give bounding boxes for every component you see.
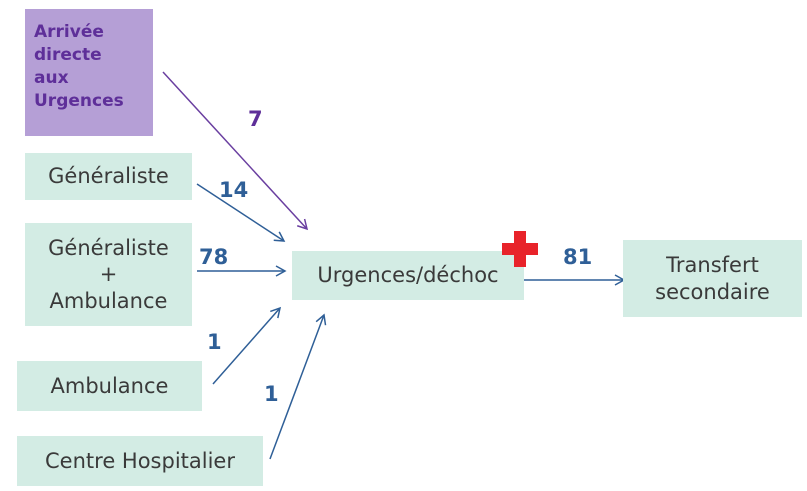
hub-urgences-label: Urgences/déchoc [317, 263, 499, 288]
source-ambulance-label: Ambulance [50, 373, 169, 398]
source-direct-box: Arrivée directe aux Urgences [25, 9, 153, 136]
source-generaliste-box: Généraliste [25, 153, 192, 200]
count-ambulance: 1 [207, 330, 222, 354]
source-ga-line-1: Généraliste [48, 236, 169, 261]
source-centre-box: Centre Hospitalier [17, 436, 263, 486]
count-generaliste-ambulance: 78 [199, 245, 229, 269]
destination-line-1: Transfert [666, 253, 759, 278]
source-centre-label: Centre Hospitalier [45, 448, 235, 473]
source-direct-line-4: Urgences [34, 90, 124, 111]
arrow-direct [162, 71, 309, 231]
destination-transfert-box: Transfert secondaire [623, 240, 802, 317]
source-direct-line-2: directe [34, 44, 102, 65]
source-ambulance-box: Ambulance [17, 361, 202, 411]
red-cross-icon [502, 231, 538, 267]
source-direct-line-1: Arrivée [34, 22, 104, 42]
count-transfert: 81 [563, 245, 593, 269]
source-ga-line-3: Ambulance [49, 288, 168, 313]
source-ga-line-2: + [99, 262, 118, 287]
count-centre: 1 [264, 382, 279, 406]
source-generaliste-label: Généraliste [48, 164, 169, 189]
count-direct: 7 [248, 107, 263, 131]
arrow-generaliste [196, 183, 286, 242]
count-generaliste: 14 [219, 178, 249, 202]
arrow-centre [269, 313, 327, 460]
hub-urgences-box: Urgences/déchoc [292, 251, 524, 300]
destination-line-2: secondaire [655, 279, 770, 304]
source-direct-line-3: aux [34, 67, 69, 88]
source-generaliste-ambulance-box: Généraliste + Ambulance [25, 223, 192, 326]
arrow-ambulance [212, 306, 282, 385]
